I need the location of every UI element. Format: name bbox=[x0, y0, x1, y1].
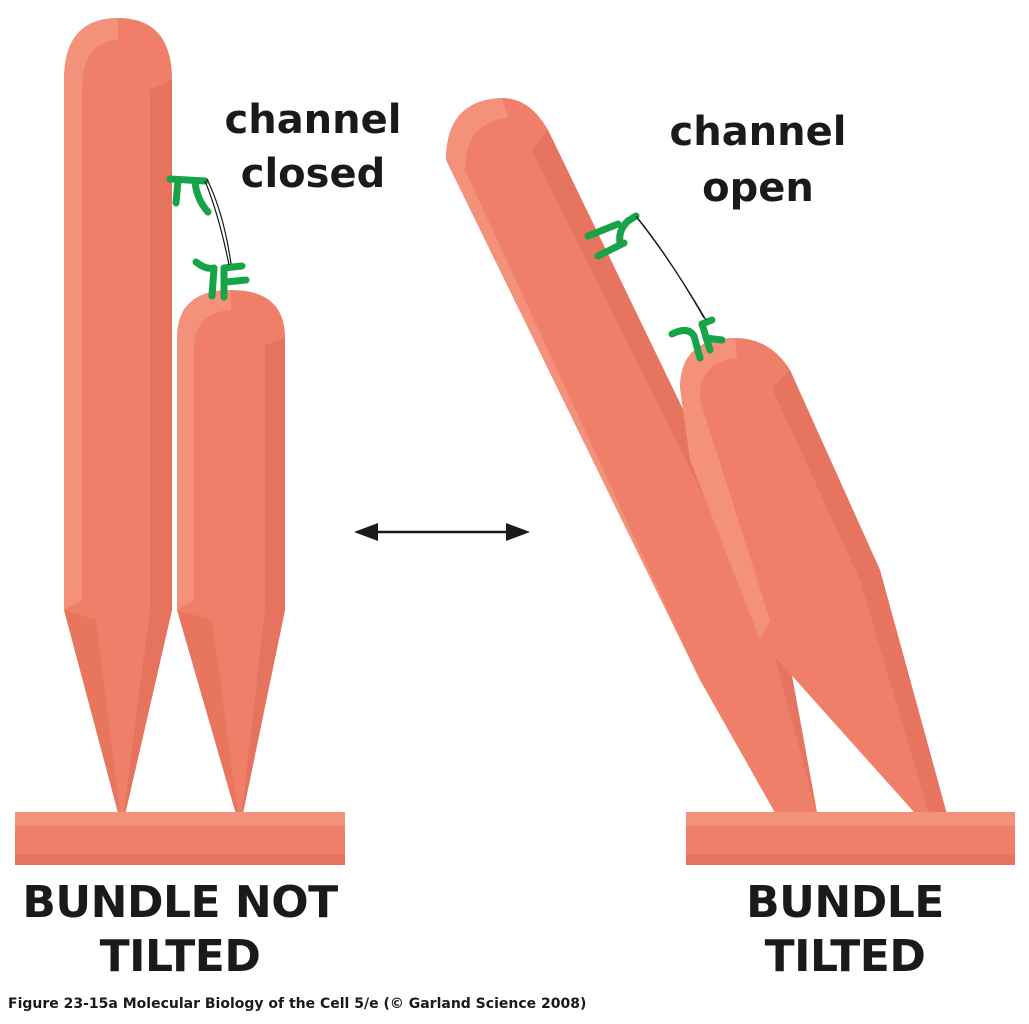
tip-link-open bbox=[635, 215, 707, 321]
double-arrow bbox=[354, 523, 530, 541]
right-state-label-line1: channel bbox=[669, 109, 847, 155]
channel-protein-tall-open bbox=[584, 212, 640, 260]
channel-protein-tall-closed bbox=[166, 175, 212, 216]
base-right bbox=[686, 812, 1015, 865]
tip-link-closed bbox=[204, 178, 232, 266]
left-panel bbox=[15, 18, 345, 865]
short-stereocilium-tilted bbox=[680, 338, 948, 830]
channel-protein-short-closed bbox=[192, 258, 250, 301]
short-stereocilium-upright bbox=[177, 290, 285, 828]
channel-protein-short-open bbox=[668, 316, 726, 362]
right-state-label-line2: open bbox=[702, 165, 814, 211]
left-state-label-line1: channel bbox=[224, 97, 402, 143]
right-bundle-label-line1: BUNDLE bbox=[746, 877, 944, 928]
left-bundle-label-line1: BUNDLE NOT bbox=[22, 877, 338, 928]
tall-stereocilium-tilted bbox=[446, 98, 818, 818]
figure-caption: Figure 23-15a Molecular Biology of the C… bbox=[8, 996, 587, 1012]
right-bundle-label-line2: TILTED bbox=[764, 931, 926, 982]
base-left bbox=[15, 812, 345, 865]
left-state-label-line2: closed bbox=[240, 151, 386, 197]
left-bundle-label-line2: TILTED bbox=[99, 931, 261, 982]
tall-stereocilium-upright bbox=[64, 18, 172, 828]
right-panel bbox=[446, 98, 1015, 865]
